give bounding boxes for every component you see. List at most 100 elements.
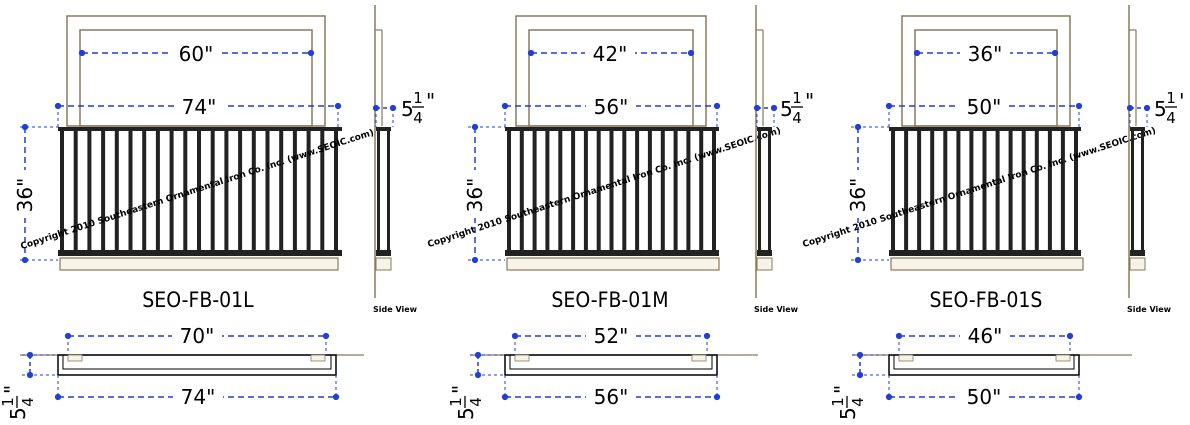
dim-plan-bottom: 74" [181,385,216,409]
plan-view-medium: 52" 56" 5 1 4 " [447,324,758,420]
baluster [210,131,215,250]
railing-bars [60,131,338,250]
baluster [114,131,119,250]
baluster [583,131,588,250]
dim-depth-fraction: 5 1 4 " [780,89,814,127]
railing-bottom-rail [58,250,342,256]
baluster [673,131,678,250]
baluster [558,131,563,250]
dim-railing-width: 56" [594,95,629,119]
dim-plan-top: 70" [180,324,215,348]
baluster [1047,131,1052,250]
plan-outer [504,354,718,376]
baluster [904,131,909,250]
railing-top-rail [889,127,1081,131]
railing-bars [891,131,1078,250]
side-view-label: Side View [373,305,418,314]
elevation-medium: 42" 56" 36" Copyright 2010 Southeastern … [426,15,782,312]
baluster [507,131,511,250]
baluster [1008,131,1013,250]
dim-railing-height: 36" [13,178,37,213]
dim-opening-width: 42" [593,42,628,66]
baluster [197,131,201,250]
baluster [155,131,160,250]
baluster [956,131,961,250]
railing-bars [507,131,716,250]
baluster [647,131,652,250]
model-label: SEO-FB-01S [930,288,1043,312]
svg-text:': ' [1179,89,1185,113]
baluster [943,131,948,250]
baluster [532,131,537,250]
svg-text:4: 4 [792,109,802,127]
dim-plan-bottom: 56" [594,385,629,409]
svg-text:4: 4 [1166,109,1176,127]
plan-inner [509,354,713,370]
baluster [101,131,106,250]
plan-inner [893,354,1075,370]
svg-text:1: 1 [413,89,423,107]
svg-text:5: 5 [1154,97,1167,121]
side-view-label: Side View [754,305,799,314]
railing-view-large: 60" 74" 36" Copyright 2010 Southeastern … [0,5,435,420]
dim-plan-top: 46" [968,324,1003,348]
dim-plan-depth: 5 1 4 " [447,385,485,420]
railing-bottom-rail [889,250,1081,256]
svg-text:1: 1 [447,397,465,407]
window-sill [890,257,1084,271]
dim-plan-top: 52" [594,324,629,348]
baluster [712,131,716,250]
baluster [982,131,987,250]
dim-railing-width: 50" [967,95,1002,119]
baluster [279,131,284,250]
svg-text:4: 4 [19,397,37,407]
dim-railing-height: 36" [846,178,870,213]
baluster [292,131,297,250]
baluster [320,131,325,250]
baluster [1074,131,1078,250]
dim-plan-depth: 5 1 4 " [829,385,867,420]
dim-railing-width: 74" [182,95,217,119]
baluster [635,131,640,250]
baluster [251,131,256,250]
baluster [1060,131,1065,250]
dim-depth-fraction: 5 1 4 ' [1154,89,1185,127]
baluster [334,131,338,250]
svg-text:4: 4 [467,397,485,407]
svg-text:1: 1 [792,89,802,107]
railing-view-medium: 42" 56" 36" Copyright 2010 Southeastern … [426,5,814,420]
plan-outer [57,354,337,376]
svg-text:5: 5 [401,97,414,121]
baluster [238,131,243,250]
baluster [169,131,174,250]
svg-text:4: 4 [849,397,867,407]
dim-opening-width: 60" [179,42,214,66]
plan-view-small: 46" 50" 5 1 4 " [829,324,1132,420]
elevation-small: 36" 50" 36" Copyright 2010 Southeastern … [801,15,1157,312]
baluster [969,131,974,250]
railing-view-small: 36" 50" 36" Copyright 2010 Southeastern … [801,5,1185,420]
svg-text:": " [448,385,472,394]
dim-plan-depth: 5 1 4 " [0,385,37,420]
dim-opening-width: 36" [968,42,1003,66]
baluster [571,131,576,250]
window-sill [59,257,339,271]
baluster [128,131,133,250]
plan-view-large: 70" 74" 5 1 4 " [0,324,364,420]
baluster [930,131,935,250]
baluster [596,131,601,250]
svg-text:1: 1 [829,397,847,407]
dim-plan-bottom: 50" [967,385,1002,409]
baluster [60,131,64,250]
baluster [891,131,895,250]
railing-bottom-rail [505,250,719,256]
window-frame-inner [914,29,1058,127]
baluster [265,131,270,250]
window-frame-inner [79,29,313,127]
plan-outer [888,354,1080,376]
railing-top-rail [58,127,342,131]
baluster [609,131,614,250]
elevation-large: 60" 74" 36" Copyright 2010 Southeastern … [13,15,375,312]
baluster [183,131,188,250]
baluster [519,131,524,250]
